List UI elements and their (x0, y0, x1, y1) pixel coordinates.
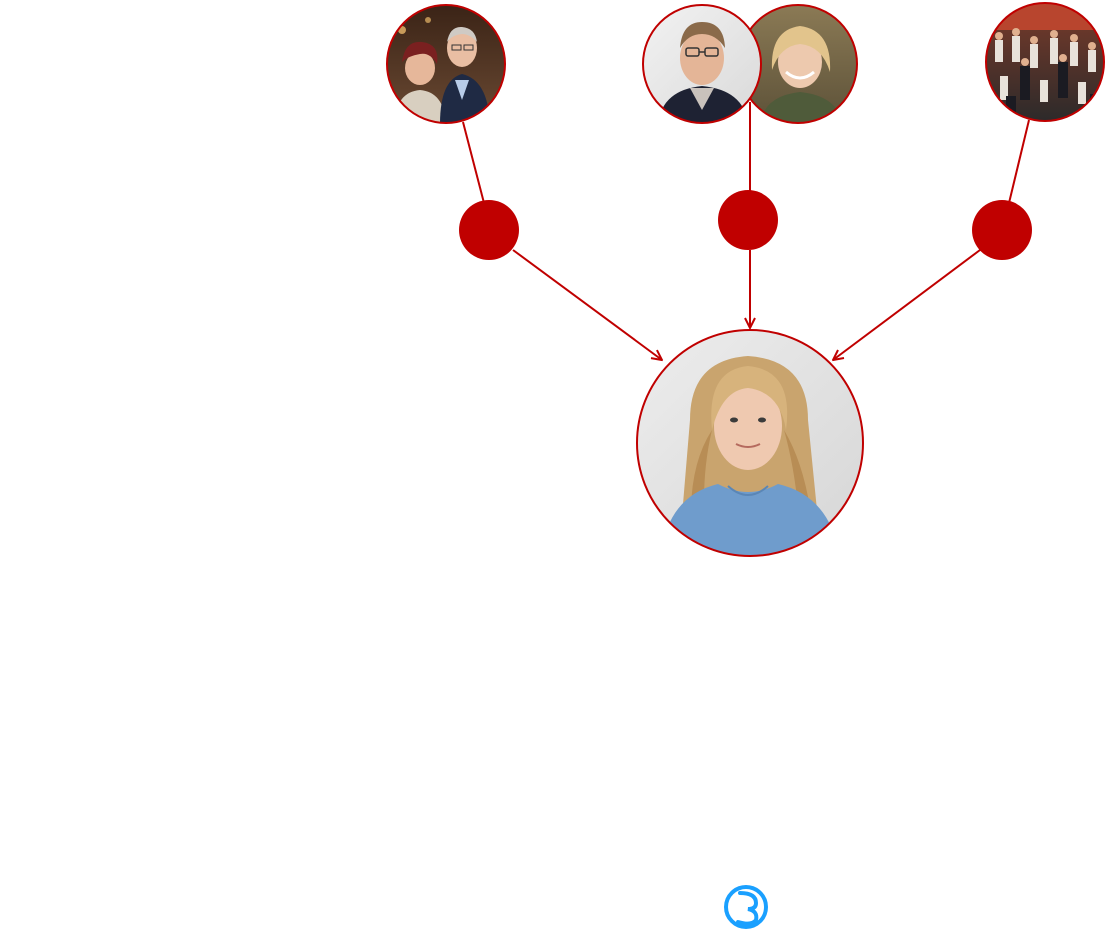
junction-dot-middle (718, 190, 778, 250)
donor-photo-woman-blonde (738, 4, 858, 124)
donor-photo-man-glasses (642, 4, 762, 124)
connector-left-donor-to-junction (462, 121, 485, 204)
arrow-right-junction-to-recipient (833, 249, 981, 360)
donor-photo-couple (386, 4, 506, 124)
brand-logo-icon (724, 885, 768, 929)
connector-right-donor-to-junction (1008, 119, 1030, 204)
donor-photo-crowd (985, 2, 1105, 122)
recipient-photo-young-woman (636, 329, 864, 557)
junction-dot-right (972, 200, 1032, 260)
donor-photo-pair (642, 4, 858, 124)
junction-dot-left (459, 200, 519, 260)
arrow-left-junction-to-recipient (512, 249, 662, 360)
